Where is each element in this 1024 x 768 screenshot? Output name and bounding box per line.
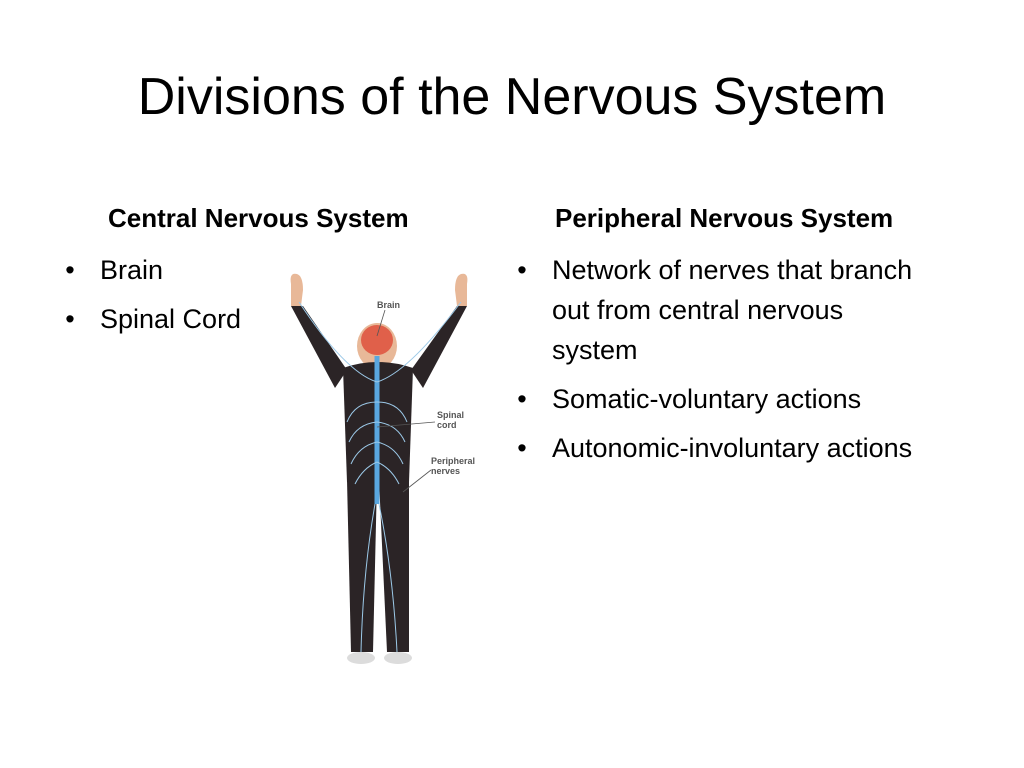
right-shoe xyxy=(384,652,412,664)
spinal-leader xyxy=(376,421,436,428)
peripheral-nerves-label-line2: nerves xyxy=(431,466,460,476)
bullet-icon: • xyxy=(65,304,75,334)
brain-shape xyxy=(361,325,393,355)
central-list: • Brain • Spinal Cord xyxy=(60,250,290,348)
brain-leader xyxy=(376,309,386,337)
slide-title: Divisions of the Nervous System xyxy=(137,68,887,126)
bullet-icon: • xyxy=(517,384,527,414)
nervous-system-figure: Brain Spinal cord Peripheral nerves xyxy=(285,272,485,672)
bullet-icon: • xyxy=(65,255,75,285)
list-item-text: Autonomic-involuntary actions xyxy=(552,433,913,463)
right-arm xyxy=(411,306,467,388)
left-leg xyxy=(347,480,377,652)
left-shoe xyxy=(347,652,375,664)
spinal-cord-label-line1: Spinal xyxy=(437,410,464,420)
list-item-text: Spinal Cord xyxy=(100,304,242,334)
peripheral-nerves-shape xyxy=(298,301,462,653)
left-hand xyxy=(290,273,303,306)
central-heading: Central Nervous System xyxy=(108,203,409,233)
list-item-text: Somatic-voluntary actions xyxy=(552,384,862,414)
list-item-text: Network of nerves that branch out from c… xyxy=(552,255,913,365)
brain-label: Brain xyxy=(377,300,400,310)
list-item: • Somatic-voluntary actions xyxy=(512,379,932,419)
bullet-icon: • xyxy=(517,255,527,285)
peripheral-heading: Peripheral Nervous System xyxy=(555,203,894,233)
list-item: • Autonomic-involuntary actions xyxy=(512,428,932,468)
right-leg xyxy=(379,480,409,652)
list-item-text: Brain xyxy=(100,255,164,285)
list-item: • Brain xyxy=(60,250,290,290)
spinal-cord-label-line2: cord xyxy=(437,420,457,430)
list-item: • Network of nerves that branch out from … xyxy=(512,250,932,370)
peripheral-list: • Network of nerves that branch out from … xyxy=(512,250,932,477)
bullet-icon: • xyxy=(517,433,527,463)
peripheral-nerves-label-line1: Peripheral xyxy=(431,456,475,466)
human-body-illustration: Brain Spinal cord Peripheral nerves xyxy=(290,273,475,664)
left-arm xyxy=(291,306,347,388)
peripheral-leader xyxy=(402,469,432,493)
list-item: • Spinal Cord xyxy=(60,299,290,339)
right-hand xyxy=(455,273,468,306)
